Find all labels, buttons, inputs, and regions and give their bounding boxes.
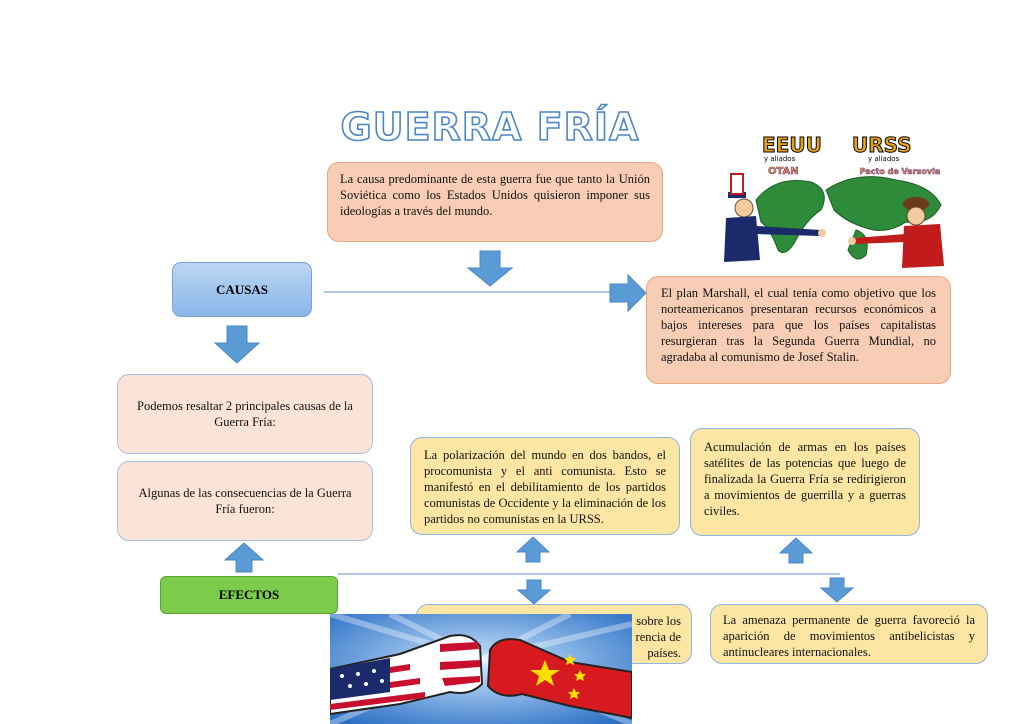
causes-intro-box: Podemos resaltar 2 principales causas de…	[117, 374, 373, 454]
effect-arms-text: Acumulación de armas en los países satél…	[704, 440, 906, 518]
cartoon-right-country: URSS	[852, 133, 912, 157]
effect-polarization-text: La polarización del mundo en dos bandos,…	[424, 448, 666, 526]
causes-intro-text: Podemos resaltar 2 principales causas de…	[137, 399, 353, 429]
arrow-down-icon	[819, 577, 855, 603]
cause-marshall-text: El plan Marshall, el cual tenía como obj…	[661, 286, 936, 364]
cause-marshall-box: El plan Marshall, el cual tenía como obj…	[646, 276, 951, 384]
causas-label: CAUSAS	[172, 262, 312, 317]
arrow-up-icon	[515, 536, 551, 563]
efectos-label-text: EFECTOS	[218, 587, 280, 602]
cartoon-left-alliance: OTAN	[768, 166, 799, 177]
arrow-right-icon	[609, 273, 647, 313]
fists-flags-image	[330, 614, 632, 724]
efectos-label: EFECTOS	[160, 576, 338, 614]
effect-hidden-fragment: rencia de	[635, 630, 681, 644]
causas-label-text: CAUSAS	[215, 281, 268, 297]
cartoon-left-sub: y aliados	[764, 155, 796, 163]
cartoon-right-sub: y aliados	[868, 155, 900, 163]
cause-main-box: La causa predominante de esta guerra fue…	[327, 162, 663, 242]
cause-main-text: La causa predominante de esta guerra fue…	[340, 172, 650, 218]
arrow-down-icon	[466, 250, 514, 287]
effect-hidden-fragment: sobre los	[636, 614, 681, 628]
cartoon-left-country: EEUU	[762, 133, 822, 157]
arrow-down-icon	[516, 579, 552, 605]
arrow-down-icon	[213, 325, 261, 364]
effect-arms-box: Acumulación de armas en los países satél…	[690, 428, 920, 536]
effect-polarization-box: La polarización del mundo en dos bandos,…	[410, 437, 680, 535]
page-title: GUERRA FRÍA	[340, 104, 640, 150]
effect-threat-text: La amenaza permanente de guerra favoreci…	[723, 613, 975, 659]
effect-threat-box: La amenaza permanente de guerra favoreci…	[710, 604, 988, 664]
arrow-up-icon	[223, 542, 265, 573]
effects-intro-text: Algunas de las consecuencias de la Guerr…	[138, 486, 352, 516]
effects-intro-box: Algunas de las consecuencias de la Guerr…	[117, 461, 373, 541]
cold-war-cartoon-image: EEUU y aliados OTAN URSS y aliados Pacto…	[716, 130, 953, 274]
effect-hidden-fragment: países.	[647, 646, 681, 660]
svg-text:GUERRA FRÍA: GUERRA FRÍA	[341, 105, 640, 149]
arrow-up-icon	[778, 537, 814, 564]
cartoon-right-alliance: Pacto de Varsovia	[860, 167, 941, 176]
